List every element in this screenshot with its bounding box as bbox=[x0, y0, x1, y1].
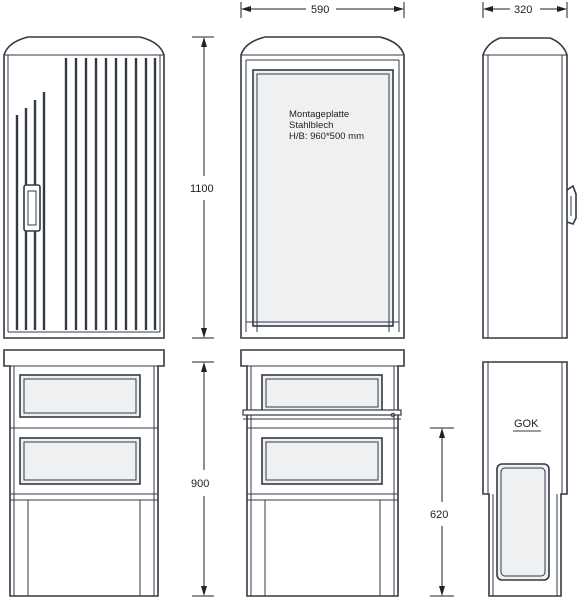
base-front-view bbox=[3, 349, 165, 597]
dimension-label-590: 590 bbox=[311, 4, 329, 16]
dimension-label-320: 320 bbox=[514, 4, 532, 16]
door-handle bbox=[23, 184, 41, 232]
base-front-lower-panel bbox=[19, 437, 141, 485]
ground-level-label: GOK bbox=[514, 418, 539, 430]
dimension-height-base: 620 bbox=[430, 427, 454, 597]
base-open-upper-panel bbox=[261, 374, 383, 412]
open-view-cabinet: Montageplatte Stahlblech H/B: 960*500 mm bbox=[240, 36, 405, 339]
dimension-height-upper: 1100 bbox=[190, 36, 214, 339]
mounting-plate-label-line3: H/B: 960*500 mm bbox=[289, 131, 364, 142]
side-handle bbox=[566, 184, 577, 225]
dimension-height-lower: 900 bbox=[191, 361, 214, 597]
dimension-depth-top: 320 bbox=[482, 2, 568, 18]
base-front-upper-panel bbox=[19, 374, 141, 418]
dimension-width-top: 590 bbox=[240, 2, 405, 18]
base-open-view bbox=[240, 349, 405, 597]
dimension-label-900: 900 bbox=[191, 478, 209, 490]
base-side-cutout bbox=[496, 463, 550, 581]
base-side-view: GOK bbox=[482, 361, 568, 597]
base-open-lower-panel bbox=[261, 437, 383, 485]
dimension-label-1100: 1100 bbox=[190, 183, 214, 195]
dimension-label-620: 620 bbox=[430, 509, 448, 521]
mounting-plate-label-line1: Montageplatte bbox=[289, 109, 349, 120]
front-view-cabinet bbox=[3, 36, 165, 339]
rail bbox=[242, 409, 402, 420]
mounting-plate-label-line2: Stahlblech bbox=[289, 120, 333, 131]
side-view-cabinet bbox=[482, 37, 577, 339]
ventilation-slots-right bbox=[64, 58, 157, 330]
mounting-plate bbox=[246, 69, 399, 332]
